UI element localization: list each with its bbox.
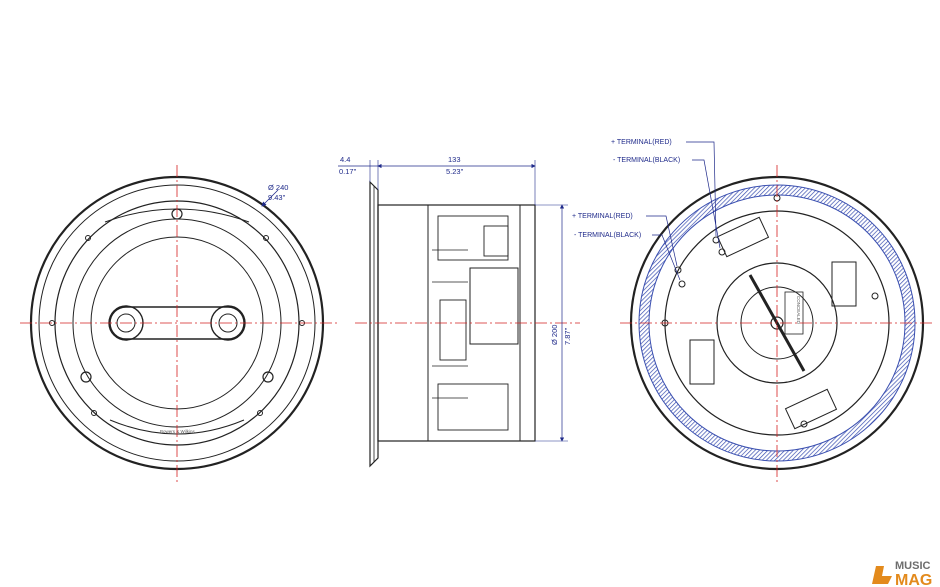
rear-leader-red-upper bbox=[686, 141, 717, 237]
side-view: 133 5.23" 4.4 0.17" Ø 200 7.87" bbox=[338, 155, 580, 468]
rear-view: CONCEALED + TERMINAL(RED) - TERMINAL(BLA… bbox=[572, 139, 935, 482]
front-hole bbox=[85, 235, 91, 241]
front-diameter-in: 9.43" bbox=[268, 193, 286, 202]
rear-terminal bbox=[718, 248, 726, 256]
side-bracket-bottom bbox=[437, 383, 509, 431]
rear-clamp bbox=[784, 388, 838, 430]
side-depth-mm: 133 bbox=[448, 155, 461, 164]
side-flange-in: 0.17" bbox=[339, 167, 357, 176]
rear-terminal bbox=[674, 266, 682, 274]
rear-terminal bbox=[678, 280, 686, 288]
side-crossover bbox=[439, 299, 467, 361]
front-brand-badge: Bowers & Wilkins bbox=[160, 429, 196, 434]
rear-label-plate bbox=[784, 291, 804, 335]
front-diameter-mm: Ø 240 bbox=[268, 183, 288, 192]
watermark: MUSIC MAG bbox=[872, 560, 932, 587]
rear-clamp bbox=[716, 216, 770, 258]
side-terminal-block bbox=[483, 225, 509, 257]
front-hole bbox=[91, 410, 97, 416]
front-view: Bowers & Wilkins Ø 240 9.43" bbox=[20, 165, 340, 482]
front-screw bbox=[262, 371, 274, 383]
side-cutout-in: 7.87" bbox=[563, 327, 572, 345]
rear-callout-red-lower: + TERMINAL(RED) bbox=[572, 213, 633, 220]
front-hole bbox=[257, 410, 263, 416]
rear-leader-red-lower bbox=[646, 215, 678, 267]
rear-callout-black-upper: - TERMINAL(BLACK) bbox=[613, 157, 680, 164]
watermark-logo-icon bbox=[872, 566, 892, 584]
rear-clamp bbox=[689, 339, 715, 385]
rear-callout-black-lower: - TERMINAL(BLACK) bbox=[574, 232, 641, 239]
rear-callout-red-upper: + TERMINAL(RED) bbox=[611, 139, 672, 146]
side-cutout-mm: Ø 200 bbox=[550, 325, 559, 345]
front-diameter-leader bbox=[261, 189, 279, 207]
side-flange-mm: 4.4 bbox=[340, 155, 350, 164]
rear-screw bbox=[871, 292, 879, 300]
front-hole bbox=[263, 235, 269, 241]
front-screw bbox=[80, 371, 92, 383]
watermark-line1: MUSIC bbox=[895, 560, 931, 572]
rear-screw bbox=[800, 420, 808, 428]
rear-clamp bbox=[831, 261, 857, 307]
side-depth-in: 5.23" bbox=[446, 167, 464, 176]
side-flange bbox=[369, 180, 379, 468]
rear-terminal bbox=[712, 236, 720, 244]
side-magnet bbox=[469, 267, 519, 345]
rear-label-text: CONCEALED bbox=[796, 296, 801, 325]
rear-leader-black-upper bbox=[692, 159, 721, 249]
rear-leader-black-lower bbox=[652, 234, 681, 281]
side-bracket-top bbox=[437, 215, 509, 261]
watermark-line2: MAG bbox=[895, 572, 932, 587]
